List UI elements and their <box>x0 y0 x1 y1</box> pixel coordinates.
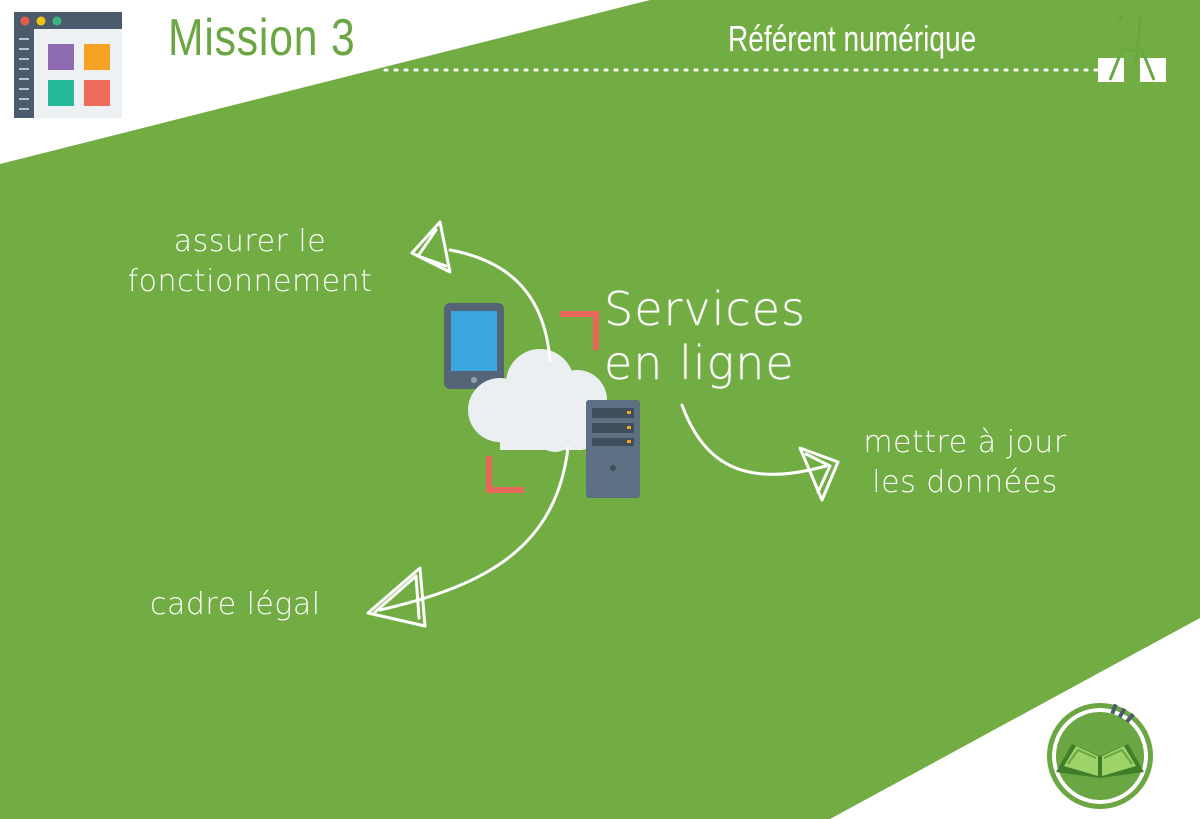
app-window-icon <box>14 12 122 118</box>
arrow-legal <box>378 446 570 612</box>
label-update-line2: les données <box>872 465 1058 500</box>
cloud-icon <box>468 349 607 452</box>
page-title: Mission 3 <box>168 9 356 67</box>
arrow-update <box>680 403 828 476</box>
arrow-update-head <box>798 446 840 502</box>
label-update: mettre à jour les données <box>840 423 1090 503</box>
binder-clip-icon <box>1098 16 1166 82</box>
label-operation-line2: fonctionnement <box>127 264 373 299</box>
services-title-line1: Services <box>604 282 806 336</box>
tablet-icon <box>444 303 504 389</box>
page-subtitle: Référent numérique <box>728 18 977 59</box>
services-title: Services en ligne <box>604 282 806 390</box>
bracket-top-right <box>560 311 599 350</box>
open-book-logo-icon <box>1047 703 1153 809</box>
label-operation-line1: assurer le <box>173 224 327 259</box>
label-operation: assurer le fonctionnement <box>100 222 400 302</box>
label-update-line1: mettre à jour <box>863 425 1067 460</box>
arrow-operation <box>448 248 552 362</box>
services-title-line2: en ligne <box>604 336 795 390</box>
label-legal: cadre légal <box>150 587 321 622</box>
arrow-legal-head <box>366 566 427 628</box>
bracket-bottom-left <box>486 456 524 493</box>
arrow-operation-head <box>410 220 452 274</box>
server-icon <box>586 400 640 498</box>
